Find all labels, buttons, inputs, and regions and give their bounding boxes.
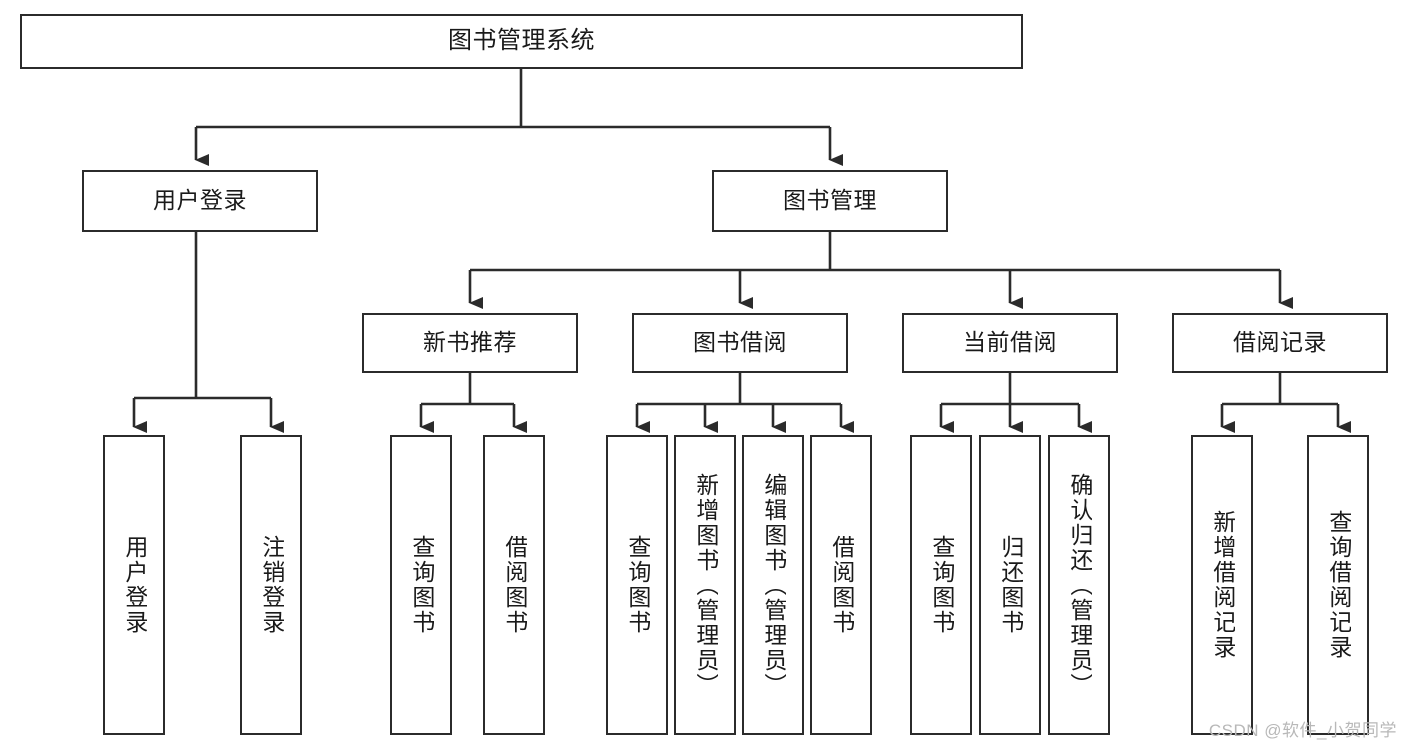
node-leaf-confirm-return[interactable]: 确认归还（管理员）: [1048, 435, 1110, 735]
node-leaf-add-record[interactable]: 新增借阅记录: [1191, 435, 1253, 735]
node-leaf-query-book-1-label: 查询图书: [408, 535, 434, 635]
node-leaf-query-book-2[interactable]: 查询图书: [606, 435, 668, 735]
node-leaf-logout-login-label: 注销登录: [258, 535, 284, 635]
node-leaf-add-book[interactable]: 新增图书（管理员）: [674, 435, 736, 735]
node-root-system-label: 图书管理系统: [448, 27, 595, 55]
node-leaf-borrow-book-1[interactable]: 借阅图书: [483, 435, 545, 735]
node-current-borrow[interactable]: 当前借阅: [902, 313, 1118, 373]
node-leaf-user-login[interactable]: 用户登录: [103, 435, 165, 735]
node-leaf-query-book-2-label: 查询图书: [624, 535, 650, 635]
node-new-book-recommend[interactable]: 新书推荐: [362, 313, 578, 373]
node-leaf-query-book-3-label: 查询图书: [928, 535, 954, 635]
node-leaf-query-record[interactable]: 查询借阅记录: [1307, 435, 1369, 735]
node-book-borrow-label: 图书借阅: [693, 329, 787, 356]
node-leaf-query-book-3[interactable]: 查询图书: [910, 435, 972, 735]
node-leaf-add-book-label: 新增图书（管理员）: [692, 472, 718, 698]
node-leaf-edit-book[interactable]: 编辑图书（管理员）: [742, 435, 804, 735]
node-leaf-add-record-label: 新增借阅记录: [1209, 510, 1235, 660]
node-leaf-query-record-label: 查询借阅记录: [1325, 510, 1351, 660]
watermark-text: CSDN @软件_小贺同学: [1208, 721, 1397, 740]
node-leaf-user-login-label: 用户登录: [121, 535, 147, 635]
node-leaf-return-book-label: 归还图书: [997, 535, 1023, 635]
node-book-management-label: 图书管理: [783, 187, 877, 214]
node-leaf-logout-login[interactable]: 注销登录: [240, 435, 302, 735]
node-leaf-edit-book-label: 编辑图书（管理员）: [760, 472, 786, 698]
node-current-borrow-label: 当前借阅: [963, 329, 1057, 356]
node-leaf-query-book-1[interactable]: 查询图书: [390, 435, 452, 735]
node-leaf-confirm-return-label: 确认归还（管理员）: [1066, 472, 1092, 698]
node-user-login-label: 用户登录: [153, 187, 247, 214]
node-new-book-recommend-label: 新书推荐: [423, 329, 517, 356]
node-leaf-borrow-book-2-label: 借阅图书: [828, 535, 854, 635]
node-leaf-borrow-book-1-label: 借阅图书: [501, 535, 527, 635]
node-book-management[interactable]: 图书管理: [712, 170, 948, 232]
node-user-login[interactable]: 用户登录: [82, 170, 318, 232]
node-book-borrow[interactable]: 图书借阅: [632, 313, 848, 373]
node-root-system[interactable]: 图书管理系统: [20, 14, 1023, 69]
node-leaf-borrow-book-2[interactable]: 借阅图书: [810, 435, 872, 735]
node-leaf-return-book[interactable]: 归还图书: [979, 435, 1041, 735]
node-borrow-record[interactable]: 借阅记录: [1172, 313, 1388, 373]
node-borrow-record-label: 借阅记录: [1233, 329, 1327, 356]
